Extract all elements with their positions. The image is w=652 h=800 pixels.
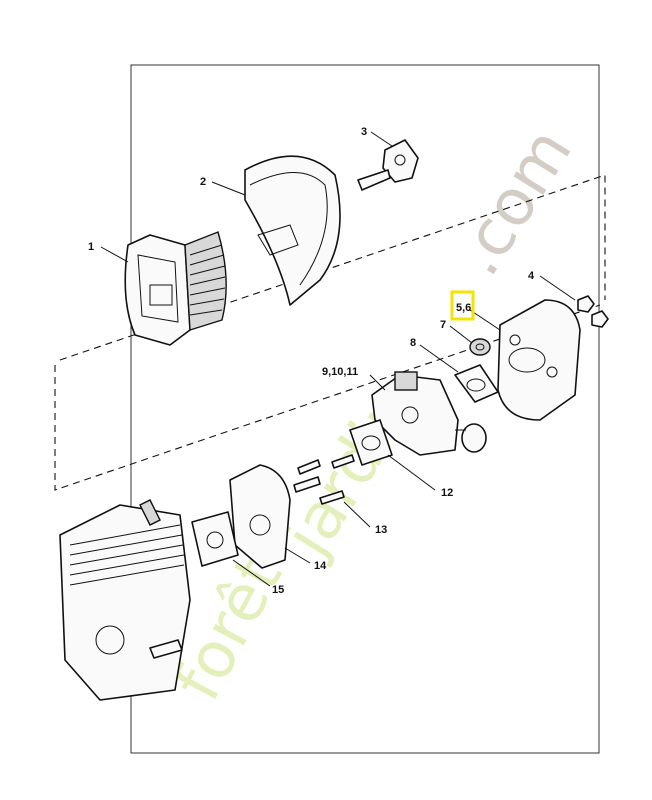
callout-12: 12: [441, 487, 453, 499]
callout-5-6: 5,6: [456, 302, 471, 314]
callout-9-10-11: 9,10,11: [322, 366, 358, 378]
callout-15: 15: [272, 584, 284, 596]
callout-3: 3: [361, 126, 367, 138]
intake-manifold-part: [229, 464, 291, 569]
diagram-frame: [130, 64, 600, 754]
callout-14: 14: [314, 560, 327, 572]
nuts-part: [577, 295, 609, 328]
leader-lines: [100, 131, 576, 587]
watermark-dotcom: .com: [441, 116, 587, 288]
bushing-part: [469, 338, 491, 356]
filter-cover-part: [244, 155, 341, 306]
highlight-box-5-6: [450, 290, 475, 321]
assembly-dashed-outline: [54, 174, 606, 491]
carburetor-cover-part: [497, 299, 581, 421]
callout-13: 13: [375, 524, 387, 536]
gasket-15-part: [191, 511, 239, 567]
callout-2: 2: [200, 176, 206, 188]
gasket-12-part: [349, 419, 393, 466]
callout-4: 4: [528, 270, 535, 282]
callout-7: 7: [440, 319, 446, 331]
bolts-part: [293, 454, 355, 505]
gasket-8-part: [454, 364, 499, 403]
callout-8: 8: [410, 337, 416, 349]
callout-labels: 1 2 3 4 5,6 7 8 9,10,11 12 13 14 15: [88, 126, 535, 596]
engine-block-part: [59, 499, 191, 701]
air-filter-part: [124, 231, 227, 346]
knob-screw-part: [357, 139, 419, 191]
callout-1: 1: [88, 241, 94, 253]
